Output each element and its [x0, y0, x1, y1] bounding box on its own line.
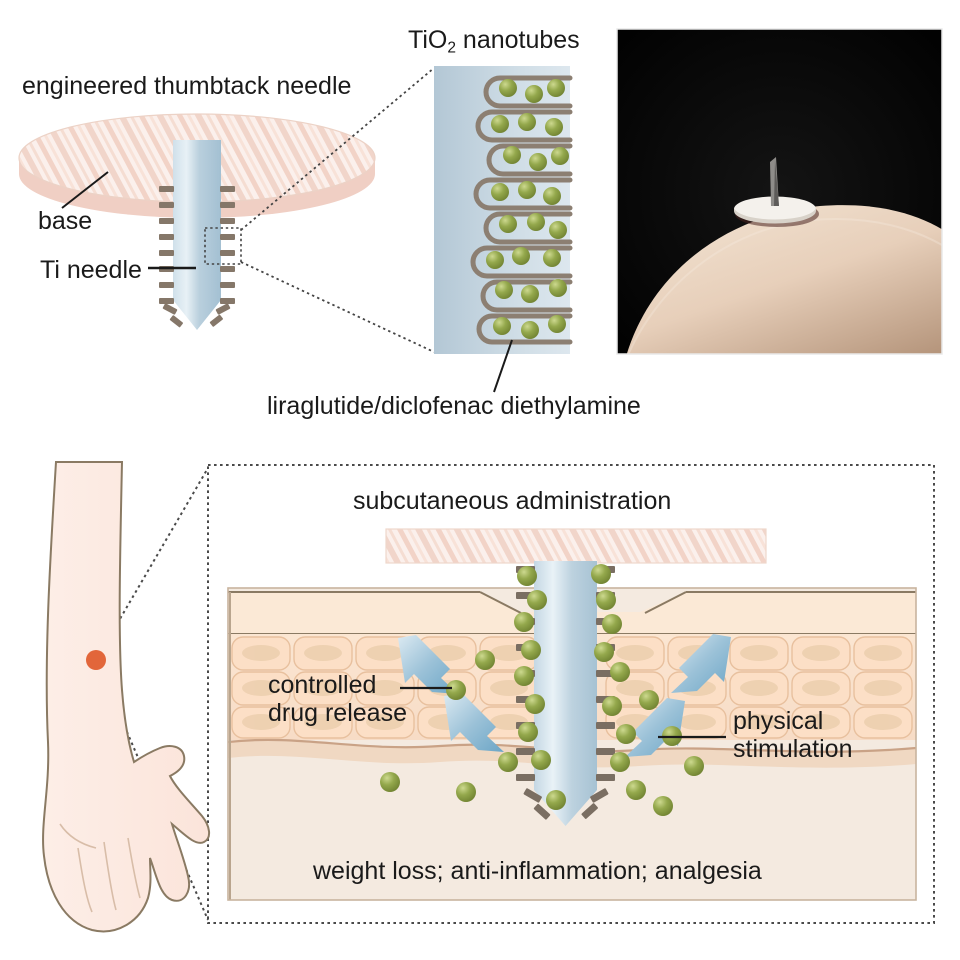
outcome-caption: weight loss; anti-inflammation; analgesi…: [313, 857, 762, 885]
administration-device: [385, 528, 767, 826]
big-needle-ticks: [516, 566, 615, 820]
finger-lines: [59, 823, 141, 913]
arm-shape: [42, 461, 210, 933]
arm-callout-lines: [95, 467, 209, 921]
nanotube-title-suffix: nanotubes: [455, 26, 580, 54]
subcutaneous-heading: subcutaneous administration: [353, 487, 672, 515]
arrow-lower-left: [444, 693, 504, 752]
effect-arrows: [398, 634, 731, 757]
nanotube-title-subscript: 2: [447, 39, 456, 57]
drug-caption-leader-line: [493, 339, 513, 393]
zoom-marker-box: [204, 227, 242, 265]
nanotube-title-prefix: TiO: [408, 26, 448, 54]
released-drug-particles: [380, 564, 704, 816]
base-leader-line: [61, 171, 109, 209]
callout-lines: [240, 67, 435, 353]
drug-caption: liraglutide/diclofenac diethylamine: [267, 392, 641, 420]
arrow-upper-right: [671, 634, 731, 693]
arrow-lower-right: [625, 698, 685, 757]
physical-stimulation-line1: physical: [733, 707, 824, 735]
ti-needle-label: Ti needle: [40, 256, 142, 284]
arm-illustration: [42, 461, 210, 933]
nanotube-drug-particles: [486, 79, 569, 339]
controlled-release-line1: controlled: [268, 671, 377, 699]
nanotube-ticks-left: [159, 186, 174, 304]
nanotube-rows: [470, 75, 573, 345]
photo-tack-disc: [734, 196, 816, 222]
nanotube-title: TiO2 nanotubes: [408, 26, 580, 57]
thumbtack-title: engineered thumbtack needle: [22, 72, 352, 100]
nanotube-panel: [434, 66, 573, 393]
base-label: base: [38, 207, 93, 235]
ti-needle-small: [159, 140, 235, 330]
photo-pin: [770, 157, 779, 206]
ti-needle-big: [534, 561, 597, 826]
arrow-upper-left: [398, 635, 458, 694]
nanotube-ticks-tip: [162, 303, 231, 328]
stratum-corneum: [228, 592, 916, 634]
acupoint-marker: [86, 650, 106, 670]
photo-skin: [626, 205, 942, 354]
photo-tack-shadow: [735, 201, 819, 227]
controlled-release-label: controlled drug release: [268, 671, 407, 727]
controlled-release-line2: drug release: [268, 699, 407, 727]
physical-stimulation-line2: stimulation: [733, 735, 853, 763]
photo-panel: [616, 28, 943, 355]
physical-stimulation-label: physical stimulation: [733, 707, 853, 763]
base-patch-big: [386, 529, 766, 563]
nanotube-ticks-right: [220, 186, 235, 304]
